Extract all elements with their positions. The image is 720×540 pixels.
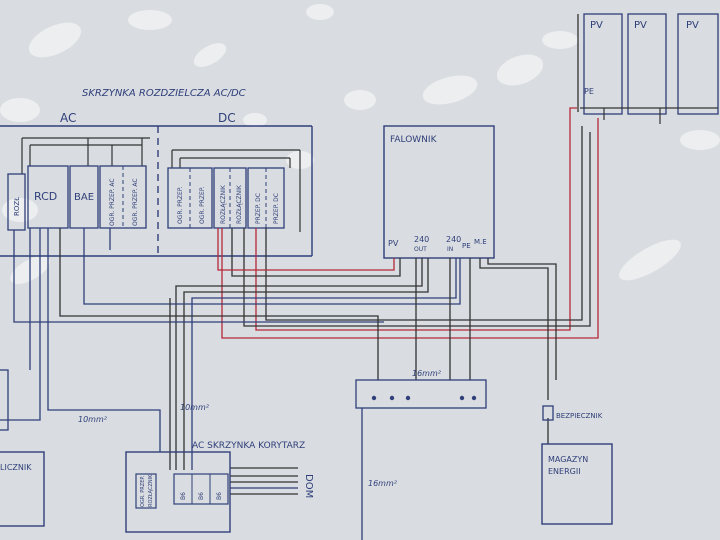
corridor-left-device bbox=[135, 473, 157, 509]
pv-panel-3-label: PV bbox=[686, 20, 699, 31]
cable-size-2: 10mm² bbox=[180, 403, 210, 412]
ac-dc-box bbox=[0, 125, 313, 257]
inverter-port-me: M.E bbox=[474, 238, 487, 246]
cable-size-3: 16mm² bbox=[412, 369, 442, 378]
ac-section-label: AC bbox=[60, 111, 76, 125]
dc-fuse-a-label: PRZEP. DC bbox=[255, 193, 262, 224]
dc-protect-a-label: OGR. PRZEP. bbox=[177, 186, 184, 224]
energy-storage-box bbox=[541, 443, 613, 525]
pv-panel-2-label: PV bbox=[634, 20, 647, 31]
dc-disconnect-b-label: ROZŁĄCZNIK bbox=[236, 184, 243, 224]
ac-corridor-box bbox=[125, 451, 231, 533]
meter-label: LICZNIK bbox=[0, 463, 32, 472]
corridor-breaker-1-label: B6 bbox=[180, 492, 187, 500]
meter-box bbox=[0, 451, 45, 527]
ac-dc-box-title: SKRZYNKA ROZDZIELCZA AC/DC bbox=[82, 88, 246, 99]
pv-interconnect bbox=[580, 107, 718, 124]
dc-section-label: DC bbox=[218, 111, 236, 125]
pv-panel-1-label: PV bbox=[590, 20, 603, 31]
inverter-box bbox=[383, 125, 495, 259]
dom-label: DOM bbox=[303, 474, 314, 498]
ac-switch bbox=[7, 173, 26, 231]
corridor-breaker-3-label: B6 bbox=[216, 492, 223, 500]
junction-terminals bbox=[371, 395, 477, 401]
cable-size-1: 10mm² bbox=[78, 415, 108, 424]
ac-top-busbars bbox=[21, 137, 150, 174]
inverter-port-240-in: 240 bbox=[446, 235, 461, 244]
sunlight-patches bbox=[0, 4, 720, 284]
inverter-port-240-out-sub: OUT bbox=[414, 246, 427, 253]
ac-corridor-title: AC SKRZYNKA KORYTARZ bbox=[192, 441, 305, 451]
pe-label: PE bbox=[584, 87, 594, 96]
storage-label-line1: MAGAZYN bbox=[548, 455, 588, 464]
ac-bae-label: BAE bbox=[74, 192, 94, 203]
dc-protect-b-label: OGR. PRZEP. bbox=[199, 186, 206, 224]
corridor-left-device-2-label: ROZŁĄCZNIK bbox=[148, 474, 154, 507]
inverter-port-240-in-sub: IN bbox=[447, 246, 453, 253]
storage-fuse-label: BEZPIECZNIK bbox=[556, 412, 603, 420]
dc-top-busbars bbox=[171, 149, 301, 232]
wiring bbox=[0, 107, 599, 540]
inverter-port-pe: PE bbox=[462, 242, 471, 250]
junction-box bbox=[355, 379, 487, 409]
left-partial-box bbox=[0, 369, 9, 431]
ac-rcd-label: RCD bbox=[34, 190, 57, 203]
ac-switch-label: ROZŁ bbox=[13, 197, 21, 216]
ac-surge-2-label: OGR. PRZEP. AC bbox=[132, 178, 139, 226]
storage-fuse bbox=[542, 405, 554, 421]
dc-fuse-b-label: PRZEP. DC bbox=[273, 193, 280, 224]
ac-surge-1-label: OGR. PRZEP. AC bbox=[109, 178, 116, 226]
pv-array bbox=[577, 13, 719, 115]
dc-disconnect-a-label: ROZŁĄCZNIK bbox=[220, 184, 227, 224]
inverter-port-240-out: 240 bbox=[414, 235, 429, 244]
corridor-breakers bbox=[173, 473, 229, 505]
storage-label-line2: ENERGII bbox=[548, 467, 581, 476]
inverter-label: FALOWNIK bbox=[390, 135, 438, 145]
corridor-breaker-2-label: B6 bbox=[198, 492, 205, 500]
corridor-left-device-1-label: OGR. PRZEP. bbox=[140, 475, 146, 507]
cable-size-4: 16mm² bbox=[368, 479, 398, 488]
inverter-port-pv: PV bbox=[388, 239, 399, 248]
